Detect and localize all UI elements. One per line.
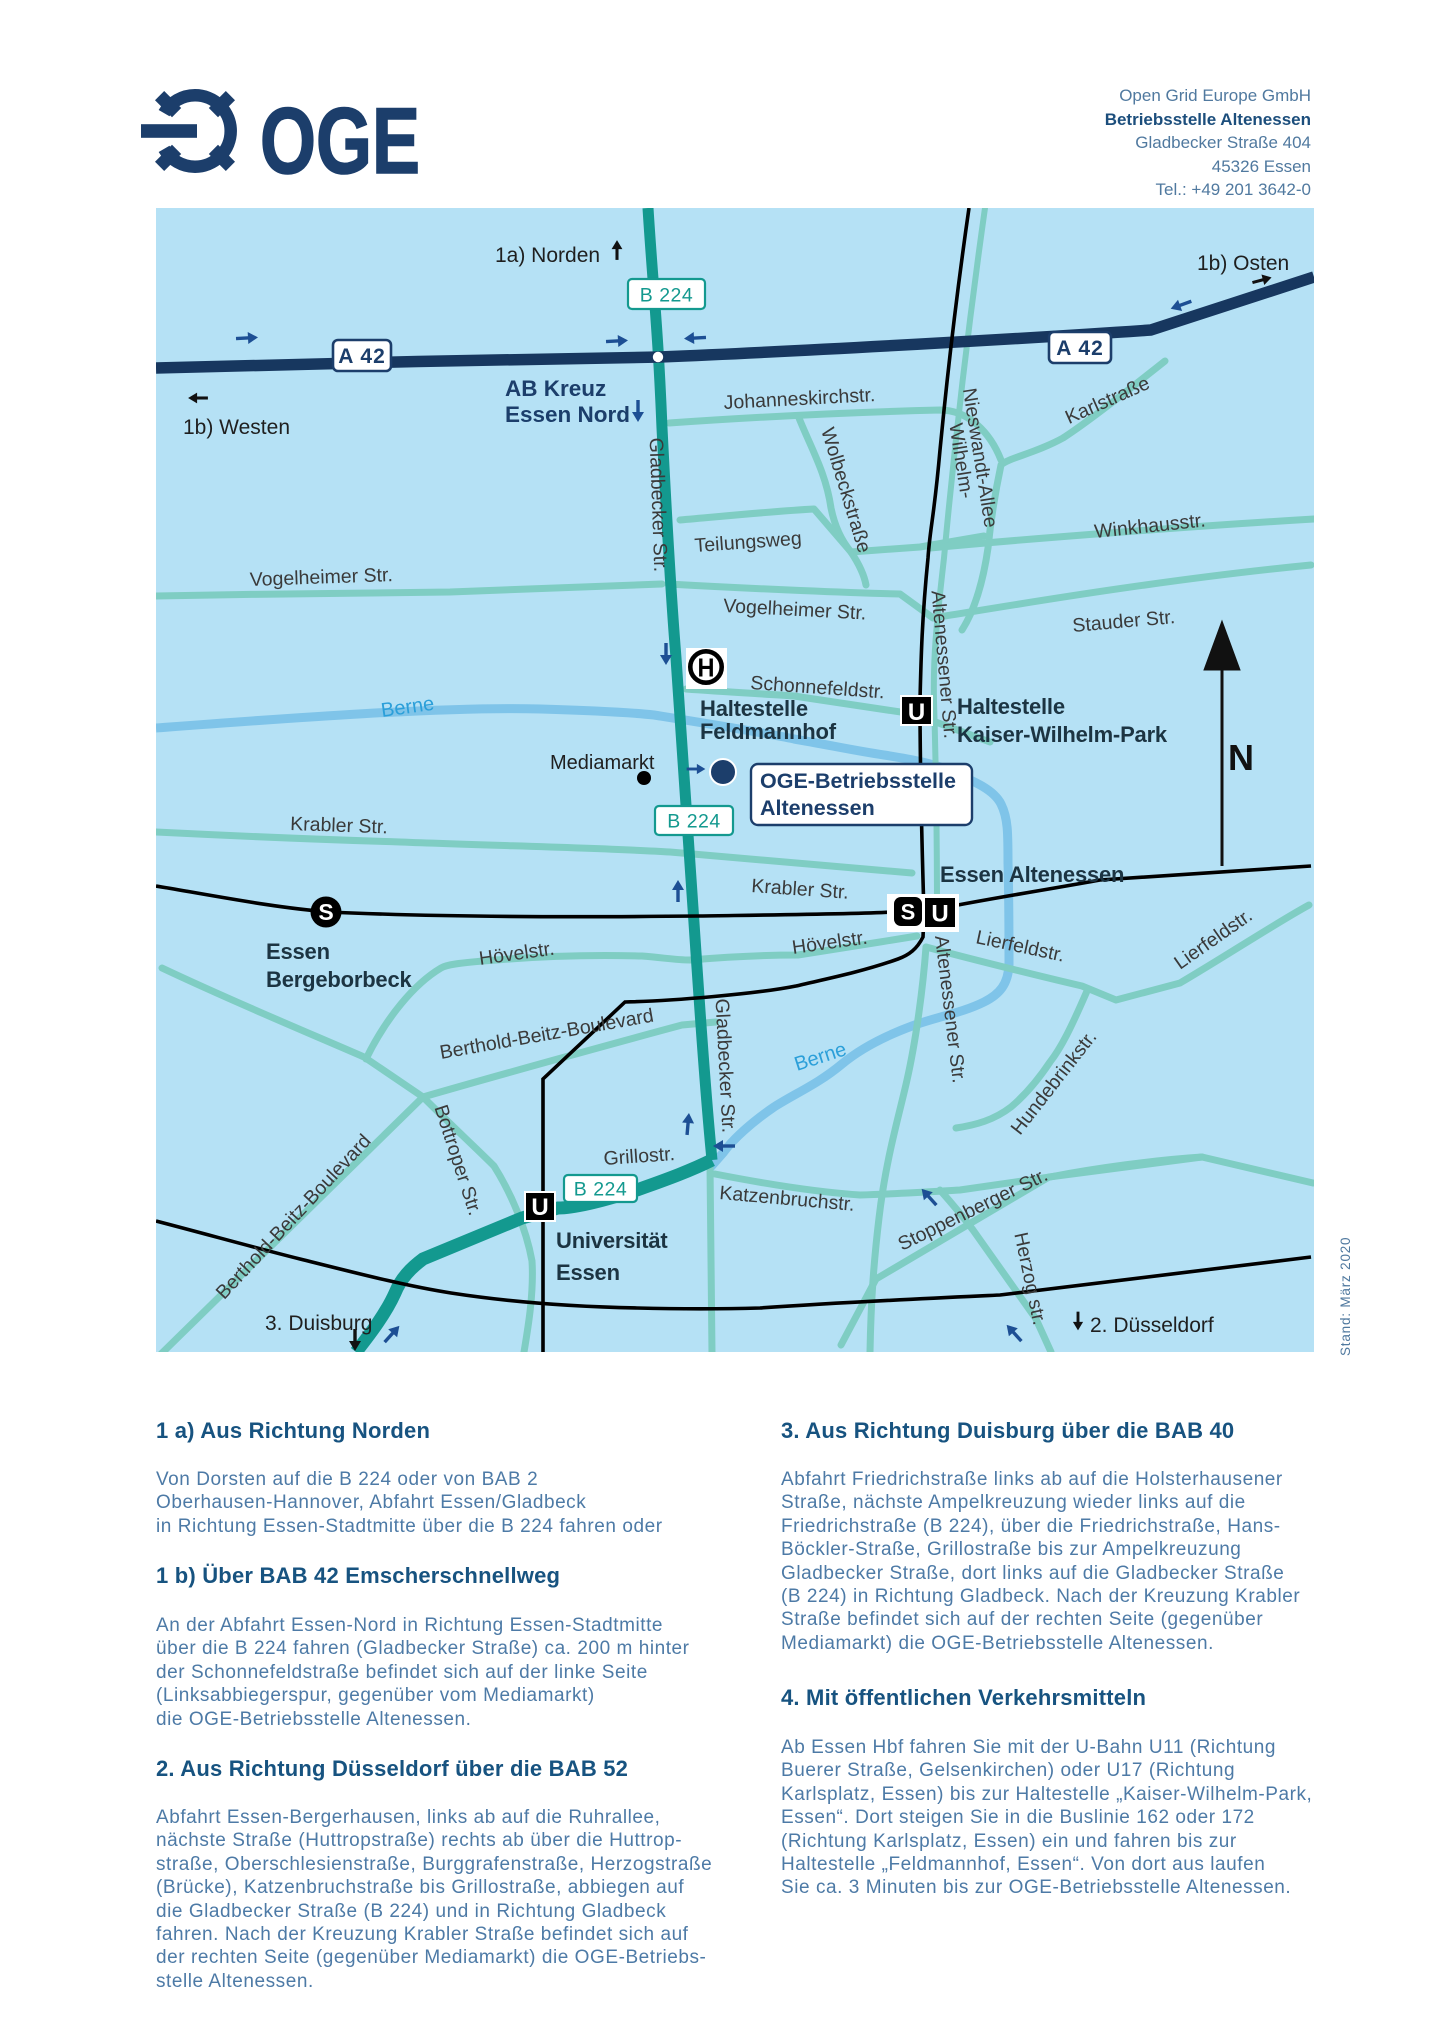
svg-text:Berthold-Beitz-Boulevard: Berthold-Beitz-Boulevard [212, 1130, 376, 1304]
svg-text:U: U [908, 699, 925, 726]
svg-text:A 42: A 42 [1056, 337, 1104, 360]
svg-text:S: S [318, 899, 333, 925]
svg-text:B 224: B 224 [667, 811, 720, 833]
svg-text:B 224: B 224 [640, 285, 693, 307]
svg-text:Essen Altenessen: Essen Altenessen [940, 862, 1124, 887]
svg-text:Herzog str.: Herzog str. [1009, 1230, 1050, 1327]
svg-text:AB Kreuz: AB Kreuz [505, 376, 606, 401]
svg-text:Gladbecker Str.: Gladbecker Str. [645, 437, 672, 572]
svg-text:Essen Nord: Essen Nord [505, 402, 630, 427]
svg-text:Karlstraße: Karlstraße [1062, 372, 1153, 429]
svg-text:Krabler Str.: Krabler Str. [751, 875, 850, 904]
svg-text:2. Düsseldorf: 2. Düsseldorf [1090, 1314, 1214, 1337]
svg-text:Hövelstr.: Hövelstr. [478, 938, 556, 970]
svg-text:Hundebrinkstr.: Hundebrinkstr. [1007, 1026, 1102, 1139]
svg-text:Winkhausstr.: Winkhausstr. [1093, 509, 1206, 543]
svg-text:Bergeborbeck: Bergeborbeck [266, 967, 413, 992]
svg-text:Altenessen: Altenessen [760, 796, 875, 820]
svg-text:1b) Westen: 1b) Westen [183, 416, 290, 439]
svg-text:Gladbecker Str.: Gladbecker Str. [710, 998, 739, 1133]
svg-text:H: H [698, 653, 715, 683]
svg-text:Essen: Essen [556, 1260, 620, 1285]
svg-text:Kaiser-Wilhelm-Park: Kaiser-Wilhelm-Park [957, 722, 1168, 747]
svg-text:Haltestelle: Haltestelle [700, 696, 808, 721]
svg-text:OGE: OGE [260, 88, 420, 192]
svg-text:Teilungsweg: Teilungsweg [694, 528, 803, 557]
svg-text:1b) Osten: 1b) Osten [1197, 252, 1289, 275]
svg-text:B 224: B 224 [574, 1179, 627, 1201]
svg-text:Katzenbruchstr.: Katzenbruchstr. [719, 1182, 856, 1216]
svg-text:Vogelheimer Str.: Vogelheimer Str. [249, 564, 393, 591]
svg-text:N: N [1228, 737, 1254, 778]
svg-text:Grillostr.: Grillostr. [603, 1143, 676, 1170]
svg-text:Mediamarkt: Mediamarkt [550, 752, 655, 774]
svg-text:S: S [901, 900, 916, 925]
svg-text:Berne: Berne [380, 693, 436, 722]
svg-text:Stauder Str.: Stauder Str. [1072, 606, 1177, 637]
svg-text:Essen: Essen [266, 939, 330, 964]
svg-text:Feldmannhof: Feldmannhof [700, 719, 837, 744]
svg-text:Hövelstr.: Hövelstr. [791, 927, 869, 959]
svg-text:3. Duisburg: 3. Duisburg [265, 1312, 372, 1335]
svg-text:OGE-Betriebsstelle: OGE-Betriebsstelle [760, 769, 956, 793]
svg-text:U: U [931, 901, 948, 928]
svg-text:Krabler Str.: Krabler Str. [290, 813, 388, 838]
svg-text:1a) Norden: 1a) Norden [495, 244, 600, 267]
svg-text:Universität: Universität [556, 1228, 668, 1253]
svg-text:U: U [531, 1194, 548, 1221]
svg-text:Bottroper Str.: Bottroper Str. [429, 1102, 485, 1218]
svg-text:Berthold-Beitz-Boulevard: Berthold-Beitz-Boulevard [438, 1005, 655, 1064]
svg-text:A 42: A 42 [338, 345, 386, 368]
svg-text:Vogelheimer Str.: Vogelheimer Str. [723, 595, 867, 624]
svg-text:Haltestelle: Haltestelle [957, 694, 1065, 719]
